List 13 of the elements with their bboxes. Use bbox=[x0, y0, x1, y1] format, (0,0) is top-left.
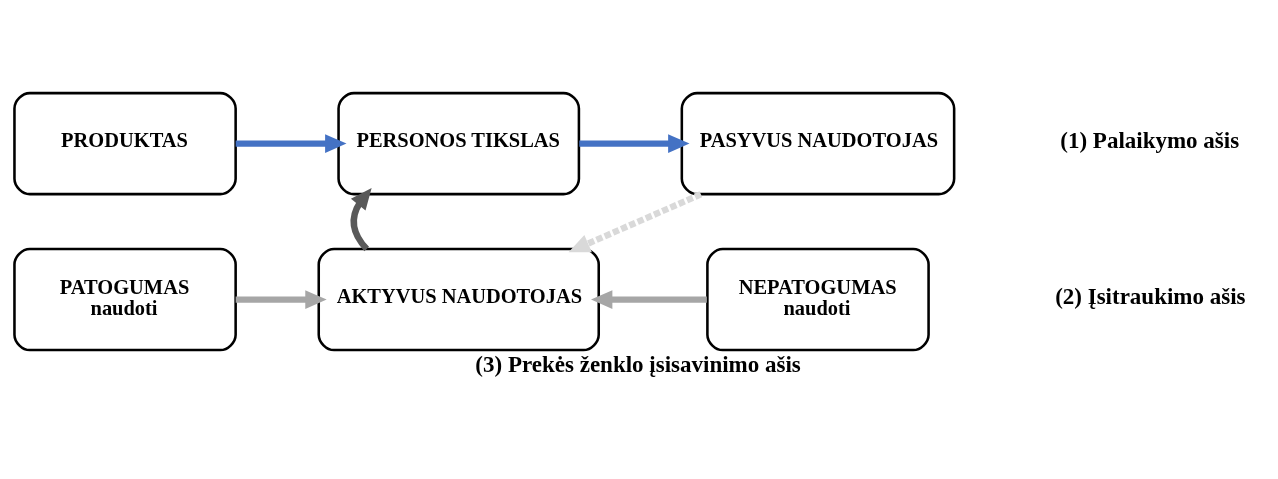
caption: (3) Prekės ženklo įsisavinimo ašis bbox=[475, 351, 801, 378]
arrow bbox=[568, 191, 703, 253]
arrow bbox=[235, 134, 347, 153]
node-box: PASYVUS NAUDOTOJAS bbox=[680, 91, 956, 196]
node-box: PERSONOS TIKSLAS bbox=[337, 91, 581, 196]
node-box: PRODUKTAS bbox=[13, 91, 237, 196]
node-box: NEPATOGUMAS naudoti bbox=[706, 247, 930, 352]
arrow bbox=[579, 134, 690, 153]
node-box: AKTYVUS NAUDOTOJAS bbox=[317, 247, 600, 352]
node-box: PATOGUMAS naudoti bbox=[13, 247, 237, 352]
arrow bbox=[235, 290, 327, 309]
label: (2) Įsitraukimo ašis bbox=[1055, 282, 1246, 309]
label: (1) Palaikymo ašis bbox=[1060, 126, 1240, 153]
